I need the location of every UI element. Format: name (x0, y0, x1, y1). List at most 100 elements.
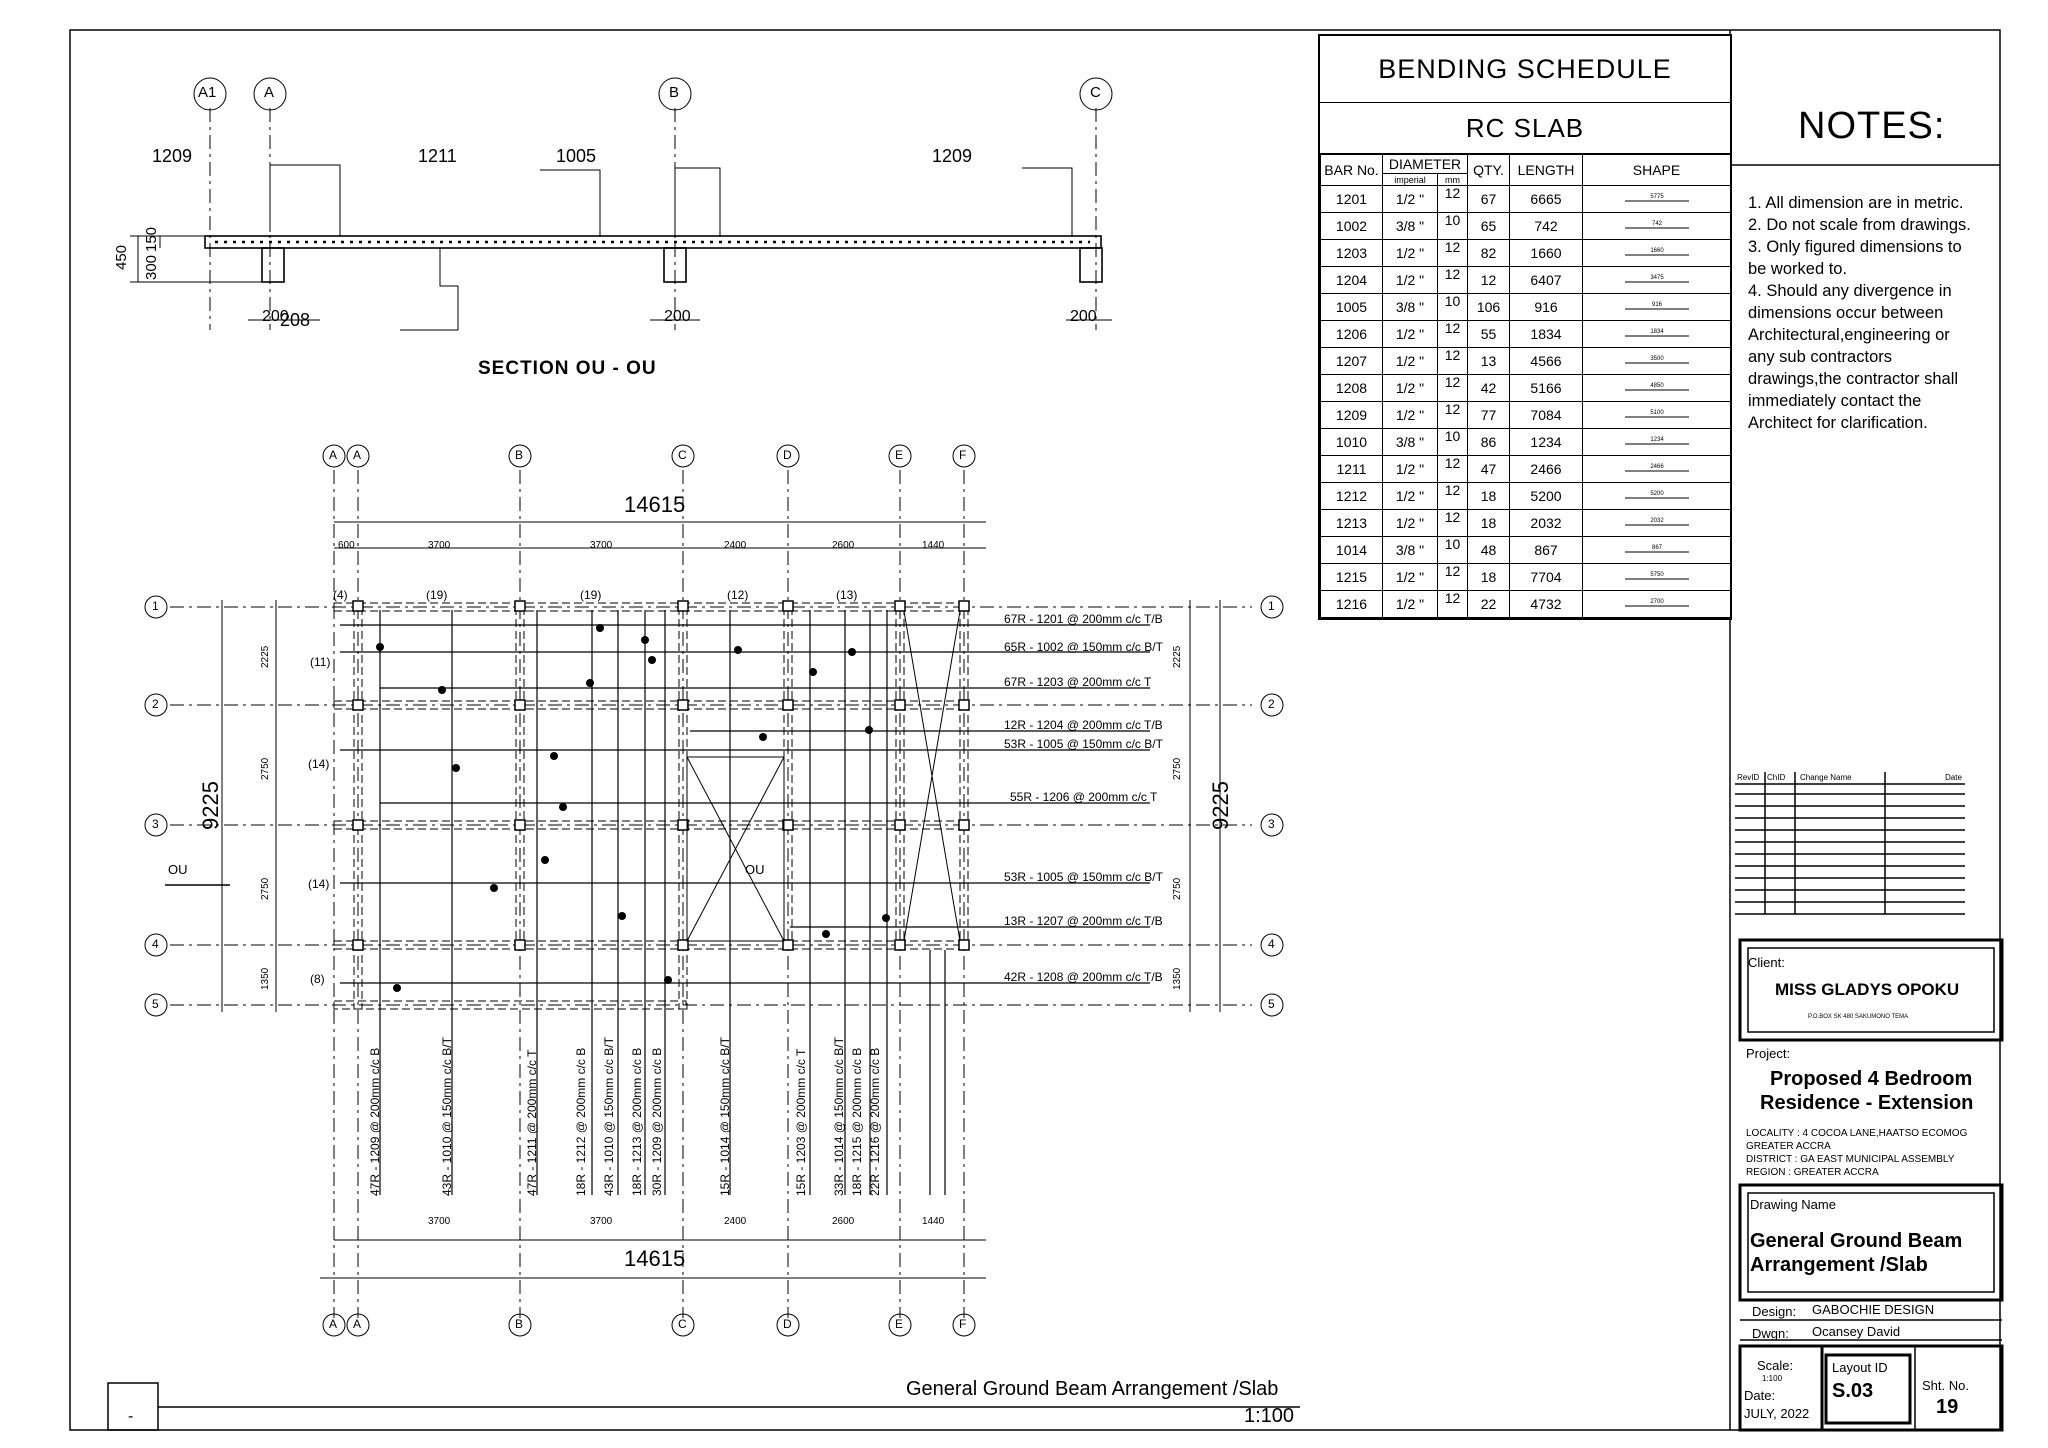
overall-height-dim: 9225 (198, 781, 223, 830)
imperial-cell: 1/2 " (1382, 482, 1438, 510)
plan-grid-label: B (515, 1317, 524, 1331)
note-line: Architect for clarification. (1748, 414, 1928, 432)
note-line: 3. Only figured dimensions to (1748, 238, 1962, 256)
bar-number-cell: 1201 (1320, 185, 1383, 213)
rev-header: Date (1945, 773, 1962, 782)
dwgn-value: Ocansey David (1812, 1324, 1901, 1339)
section-mark: OU (745, 862, 765, 877)
date-label: Date: (1744, 1388, 1776, 1403)
title-block-frame (107, 164, 2004, 1432)
bar-number-cell: 1213 (1320, 509, 1383, 537)
drawing-name: General Ground Beam (1750, 1230, 1963, 1252)
plan-row-label: 4 (152, 937, 159, 951)
shape-cell: 2700 (1582, 590, 1731, 618)
drawing-name: Arrangement /Slab (1750, 1254, 1928, 1276)
note-line: 1. All dimension are in metric. (1748, 194, 1964, 212)
length-cell: 916 (1509, 293, 1583, 321)
section-dim: 1209 (152, 146, 193, 166)
bar-label-vertical: 47R - 1209 @ 200mm c/c B (368, 1047, 382, 1196)
bar-shape-dim: 4850 (1650, 383, 1664, 389)
bar-label-vertical: 15R - 1203 @ 200mm c/c T (794, 1048, 808, 1196)
bending-schedule: BENDING SCHEDULE RC SLAB BAR No. DIAMETE… (1318, 34, 1732, 620)
note-line: Architectural,engineering or (1748, 326, 1950, 344)
mm-cell: 10 (1437, 293, 1468, 321)
qty-cell: 65 (1467, 212, 1510, 240)
length-cell: 6407 (1509, 266, 1583, 294)
overall-width-dim: 14615 (624, 492, 686, 517)
qty-cell: 55 (1467, 320, 1510, 348)
footer-title: General Ground Beam Arrangement /Slab (906, 1378, 1279, 1400)
bar-label-vertical: 18R - 1212 @ 200mm c/c B (574, 1047, 588, 1196)
bar-shape-dim: 2466 (1650, 464, 1664, 470)
schedule-table: BAR No. DIAMETER QTY. LENGTH SHAPE imper… (1320, 154, 1731, 618)
shape-cell: 5775 (1582, 185, 1731, 213)
mm-cell: 10 (1437, 212, 1468, 240)
bar-label-vertical: 18R - 1215 @ 200mm c/c B (850, 1047, 864, 1196)
shape-cell: 867 (1582, 536, 1731, 564)
schedule-subtitle: RC SLAB (1320, 103, 1730, 154)
rev-header: ChID (1767, 773, 1786, 782)
shape-cell: 1660 (1582, 239, 1731, 267)
bar-number-cell: 1207 (1320, 347, 1383, 375)
bar-shape-dim: 1660 (1650, 248, 1664, 254)
plan-row-label: 5 (1268, 997, 1275, 1011)
bar-shape-icon: 3500 (1624, 356, 1689, 364)
note-line: immediately contact the (1748, 392, 1922, 410)
mm-cell: 12 (1437, 266, 1468, 294)
bar-label-vertical: 30R - 1209 @ 200mm c/c B (650, 1047, 664, 1196)
imperial-cell: 1/2 " (1382, 563, 1438, 591)
section-title: SECTION OU - OU (478, 358, 657, 379)
length-cell: 2032 (1509, 509, 1583, 537)
design-label: Design: (1752, 1304, 1797, 1319)
bar-shape-icon: 2032 (1624, 518, 1689, 526)
drawing-name-label: Drawing Name (1750, 1197, 1836, 1212)
mm-cell: 10 (1437, 536, 1468, 564)
date-value: JULY, 2022 (1744, 1406, 1810, 1421)
plan-grid-label: E (895, 1317, 904, 1331)
section-drawing (130, 77, 1113, 331)
left-dim: 2225 (260, 645, 271, 668)
mm-cell: 12 (1437, 374, 1468, 402)
note-line: any sub contractors (1748, 348, 1892, 366)
bar-label-vertical: 43R - 1010 @ 150mm c/c B/T (440, 1037, 454, 1196)
plan-grid-label: A (353, 448, 362, 462)
imperial-cell: 1/2 " (1382, 347, 1438, 375)
length-cell: 1834 (1509, 320, 1583, 348)
length-cell: 2466 (1509, 455, 1583, 483)
bar-number-cell: 1216 (1320, 590, 1383, 618)
mm-cell: 12 (1437, 563, 1468, 591)
sheet-border (69, 29, 2001, 1431)
length-cell: 5166 (1509, 374, 1583, 402)
length-cell: 7084 (1509, 401, 1583, 429)
section-depth-dim: 300 (143, 254, 160, 280)
bar-shape-icon: 4850 (1624, 383, 1689, 391)
bar-number-cell: 1209 (1320, 401, 1383, 429)
bar-label-vertical: 33R - 1014 @ 150mm c/c B/T (832, 1037, 846, 1196)
layout-value: S.03 (1832, 1380, 1874, 1402)
plan-row-label: 3 (152, 817, 159, 831)
bar-label: 42R - 1208 @ 200mm c/c T/B (1004, 970, 1163, 984)
bar-label-vertical: 18R - 1213 @ 200mm c/c B (630, 1047, 644, 1196)
bay-count: (14) (308, 877, 330, 891)
length-cell: 742 (1509, 212, 1583, 240)
shape-cell: 1834 (1582, 320, 1731, 348)
left-dim: 2750 (260, 757, 271, 780)
shape-cell: 1234 (1582, 428, 1731, 456)
imperial-cell: 3/8 " (1382, 428, 1438, 456)
bar-shape-dim: 867 (1651, 545, 1662, 551)
shape-cell: 2466 (1582, 455, 1731, 483)
design-value: GABOCHIE DESIGN (1812, 1302, 1935, 1317)
mm-cell: 12 (1437, 347, 1468, 375)
bar-shape-dim: 5775 (1650, 194, 1664, 200)
length-cell: 1660 (1509, 239, 1583, 267)
right-dim: 2225 (1172, 645, 1183, 668)
dwgn-label: Dwgn: (1752, 1326, 1789, 1341)
imperial-cell: 1/2 " (1382, 374, 1438, 402)
bar-shape-icon: 1834 (1624, 329, 1689, 337)
mm-cell: 12 (1437, 401, 1468, 429)
shape-cell: 5200 (1582, 482, 1731, 510)
bar-label: 67R - 1203 @ 200mm c/c T (1004, 675, 1152, 689)
